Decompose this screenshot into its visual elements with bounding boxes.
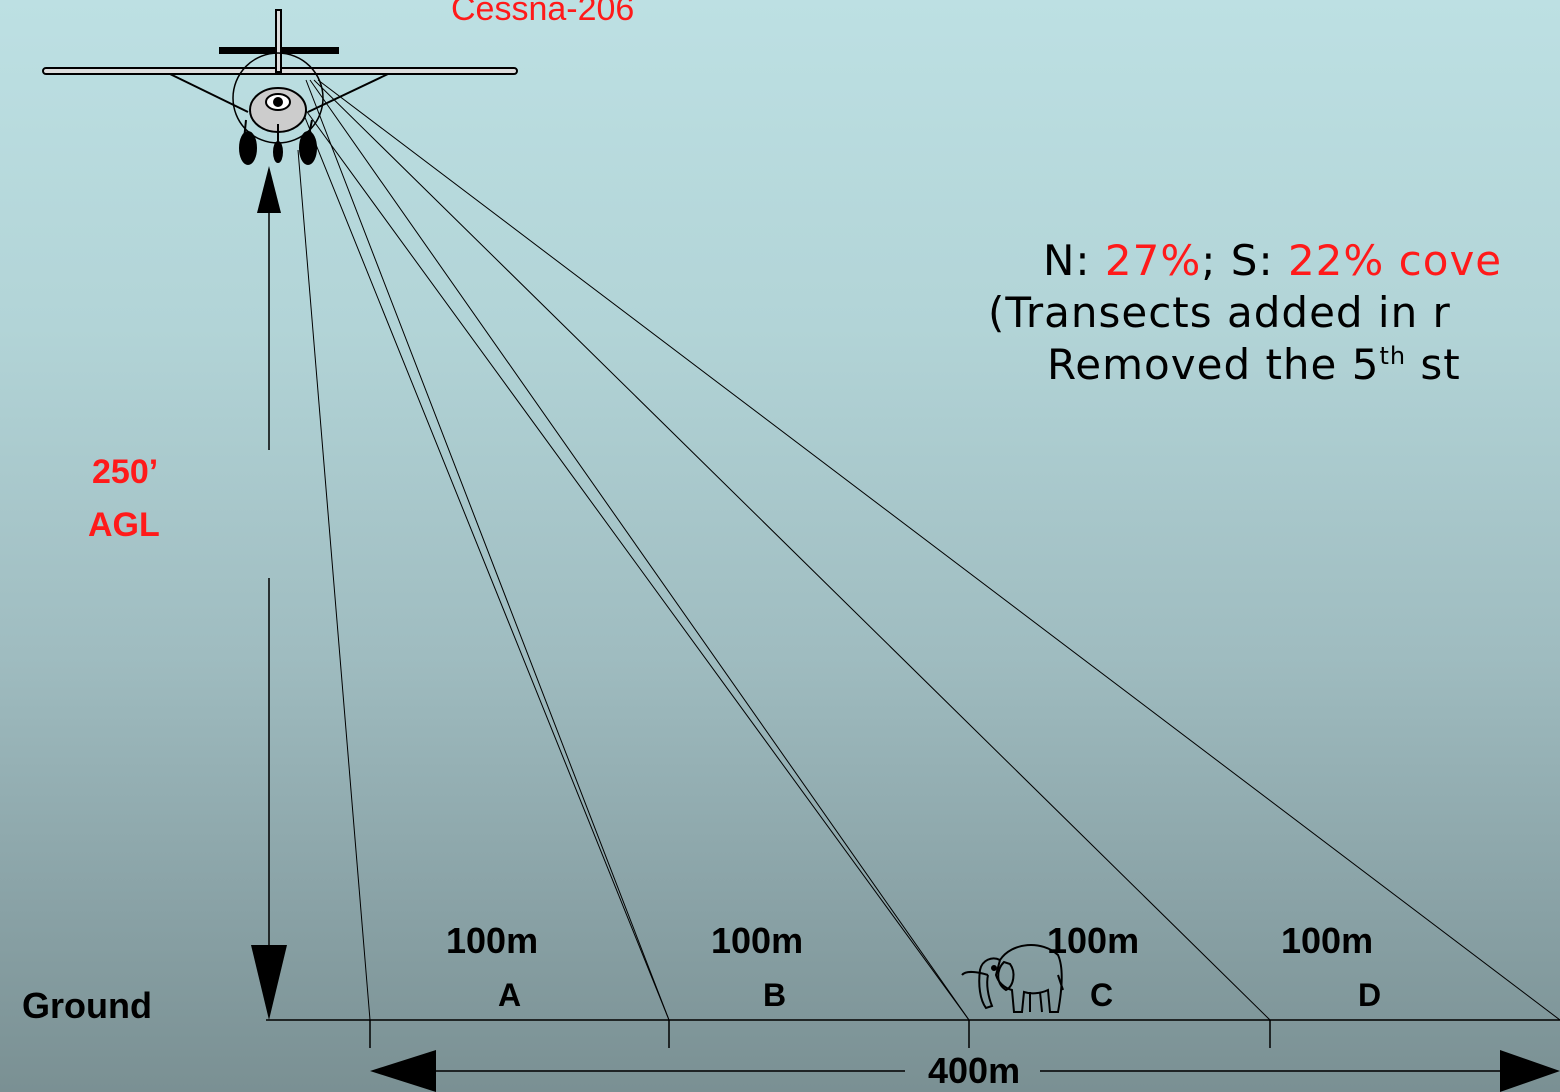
strip-a-width: 100m bbox=[446, 920, 539, 961]
strip-c-width: 100m bbox=[1047, 920, 1140, 961]
altitude-unit: AGL bbox=[88, 506, 160, 544]
coverage-line-2: (Transects added in r bbox=[988, 288, 1451, 337]
coverage-n-value: 27% bbox=[1104, 236, 1202, 285]
coverage-separator: ; S: bbox=[1201, 236, 1288, 285]
total-width-arrow bbox=[370, 1050, 1560, 1092]
ground-line bbox=[266, 1019, 1560, 1048]
coverage-line-3: Removed the 5th st bbox=[1047, 340, 1461, 389]
arrow-head-down bbox=[251, 945, 287, 1020]
cessna-206-front-icon bbox=[42, 9, 518, 165]
ground-label: Ground bbox=[22, 985, 152, 1026]
coverage-s-value: 22% cove bbox=[1287, 236, 1503, 285]
coverage-line-3-sup: th bbox=[1379, 342, 1407, 370]
coverage-line-1: N: 27%; S: 22% cove bbox=[1043, 236, 1502, 285]
arrow-head-right bbox=[1500, 1050, 1560, 1092]
sight-lines bbox=[297, 79, 1560, 1021]
sight-line-3b bbox=[301, 104, 970, 1021]
strip-d-letter: D bbox=[1358, 977, 1382, 1013]
sight-line-2b bbox=[299, 104, 670, 1021]
altitude-arrow bbox=[251, 166, 287, 1020]
strip-d-width: 100m bbox=[1281, 920, 1374, 961]
total-width-label: 400m bbox=[928, 1050, 1021, 1091]
sight-line-1 bbox=[297, 149, 371, 1021]
arrow-head-left bbox=[370, 1050, 436, 1092]
strip-a-letter: A bbox=[498, 977, 522, 1013]
strip-c-letter: C bbox=[1090, 977, 1114, 1013]
sight-line-5 bbox=[317, 79, 1560, 1021]
sight-line-2 bbox=[305, 79, 670, 1021]
coverage-n-label: N: bbox=[1043, 236, 1105, 285]
strip-b-width: 100m bbox=[711, 920, 804, 961]
sight-line-4 bbox=[313, 79, 1271, 1021]
altitude-value: 250’ bbox=[92, 453, 159, 491]
strip-b-letter: B bbox=[763, 977, 787, 1013]
sight-line-3 bbox=[309, 79, 970, 1021]
elephant-icon bbox=[961, 943, 1064, 1013]
coverage-line-3-pre: Removed the 5 bbox=[1047, 340, 1380, 389]
aircraft-label: Cessna-206 bbox=[451, 0, 635, 28]
arrow-head-up bbox=[257, 166, 281, 213]
coverage-line-3-post: st bbox=[1406, 340, 1461, 389]
